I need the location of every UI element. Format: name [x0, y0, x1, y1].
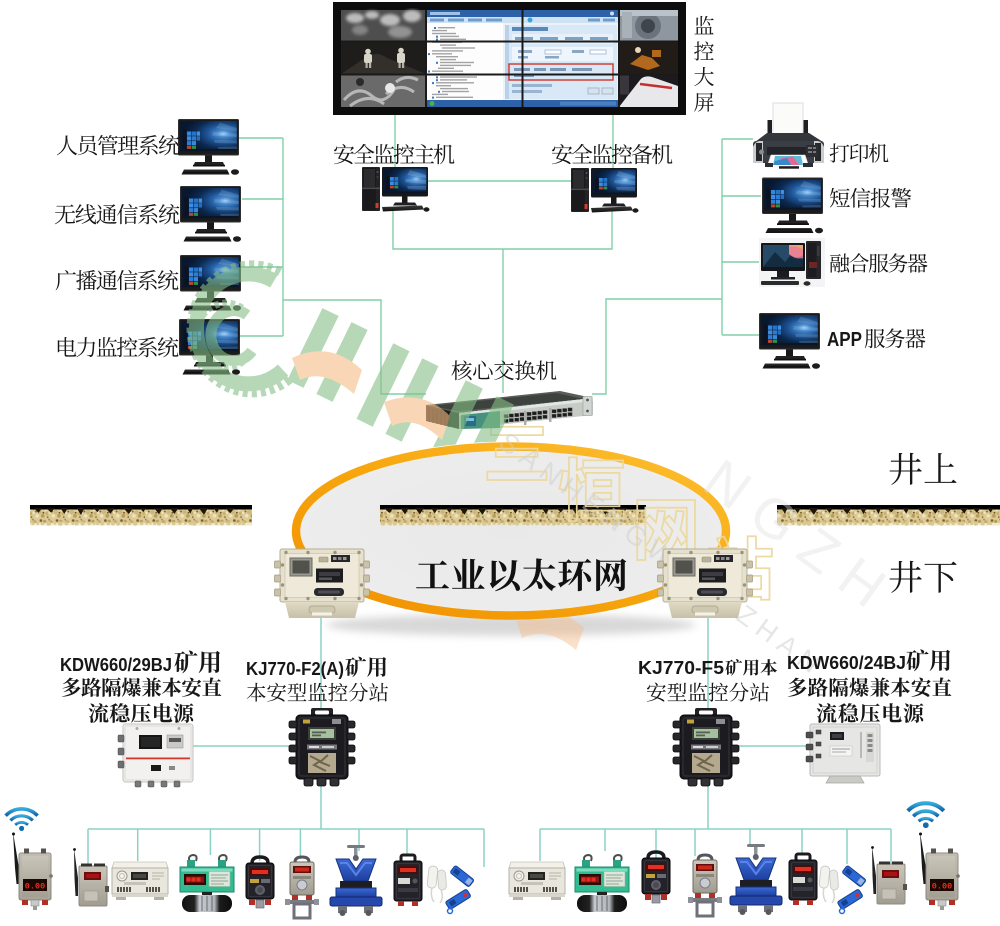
svg-text:KJ770-F5: KJ770-F5: [638, 657, 724, 678]
svg-text:KJ770-F2(A): KJ770-F2(A): [246, 658, 344, 679]
svg-text:KDW660/29BJ: KDW660/29BJ: [60, 654, 172, 675]
svg-text:APP: APP: [827, 329, 862, 351]
svg-text:KDW660/24BJ: KDW660/24BJ: [787, 652, 906, 673]
